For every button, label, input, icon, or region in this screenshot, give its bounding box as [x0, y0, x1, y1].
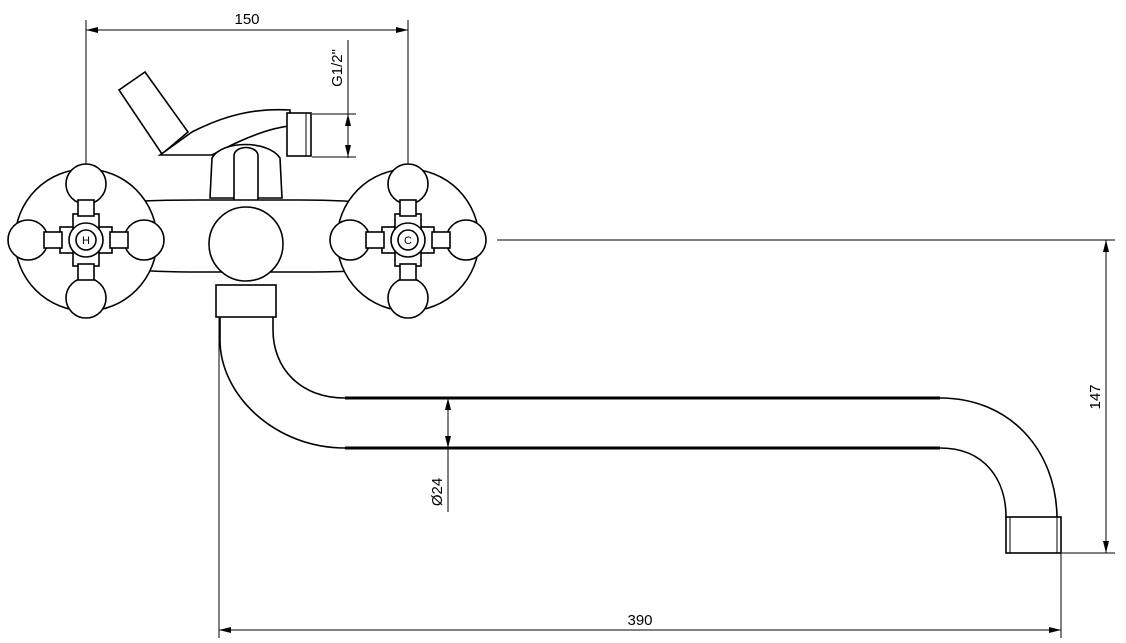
dimension-length-390: 390	[218, 318, 1062, 638]
spout	[219, 317, 1062, 554]
cold-label: C	[404, 235, 412, 247]
dimension-length-label: 390	[627, 612, 652, 629]
dimension-height-label: 147	[1087, 384, 1104, 409]
hot-handle: H	[7, 163, 165, 319]
shower-diverter	[117, 70, 312, 216]
body-center-boss	[208, 206, 284, 282]
dimension-width-150: 150	[85, 11, 409, 170]
dimension-thread-label: G1/2"	[329, 49, 346, 87]
cold-handle: C	[329, 163, 487, 319]
aerator-tip	[1005, 516, 1062, 554]
dimension-height-147: 147	[497, 239, 1115, 554]
hot-label: H	[82, 235, 90, 247]
dimension-thread: G1/2"	[312, 40, 356, 158]
dimension-width-label: 150	[234, 11, 259, 28]
mixer-body	[99, 199, 411, 318]
dimension-diameter: Ø24	[429, 398, 451, 512]
spout-socket	[215, 284, 277, 318]
dimension-diameter-label: Ø24	[429, 478, 446, 506]
